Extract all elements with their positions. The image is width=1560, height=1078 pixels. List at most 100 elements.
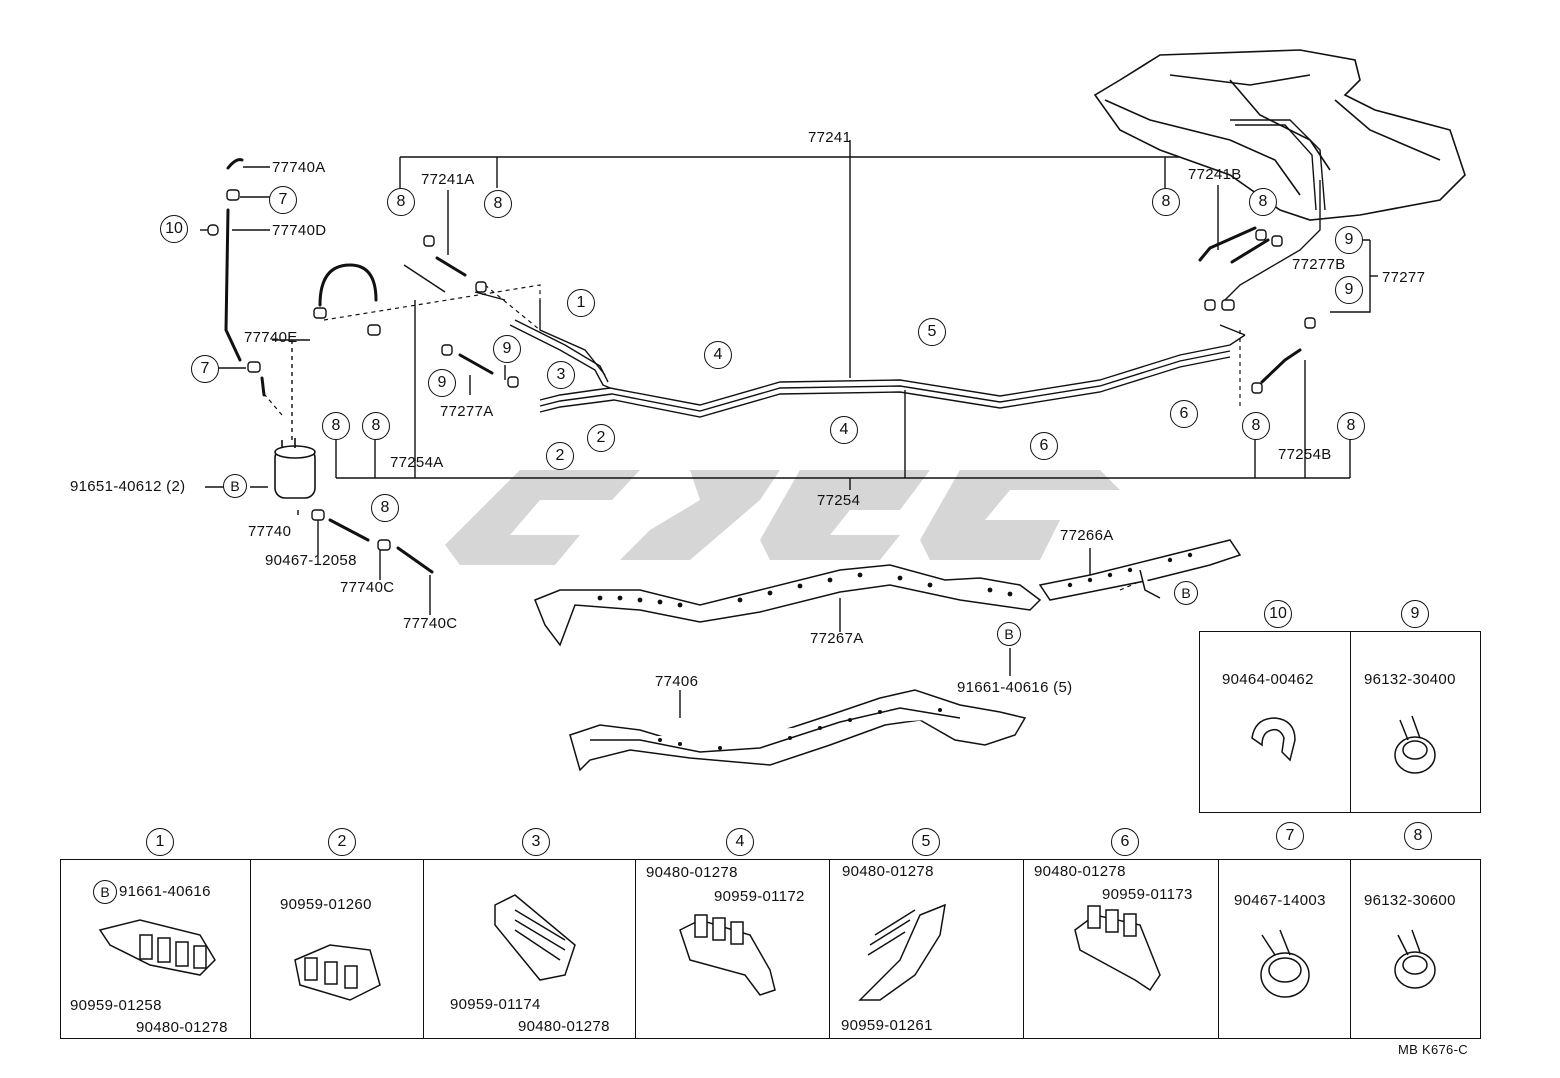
detail-5-part-b: 90959-01261: [841, 1017, 933, 1034]
detail-cell-7: [61, 860, 1351, 1038]
detail-1-B-marker: B: [93, 880, 117, 904]
detail-9-number: 9: [1401, 600, 1429, 628]
callout-8c: 8: [1152, 188, 1180, 216]
detail-4-part-b: 90959-01172: [714, 888, 805, 905]
protector-holes: [658, 708, 942, 750]
label-77277: 77277: [1382, 269, 1426, 286]
detail-6-part-b: 90959-01173: [1102, 886, 1193, 903]
label-90467-12058: 90467-12058: [265, 552, 357, 569]
detail-8-part: 96132-30600: [1364, 892, 1456, 909]
detail-2-number: 2: [328, 828, 356, 856]
callout-3: 3: [547, 361, 575, 389]
label-77740E: 77740E: [244, 329, 298, 346]
callout-6b: 6: [1170, 400, 1198, 428]
fuel-tube-bundle: [509, 119, 1326, 418]
label-77254A: 77254A: [390, 454, 444, 471]
detail-cell-5: [61, 860, 1024, 1038]
callout-8h: 8: [1242, 412, 1270, 440]
label-77406: 77406: [655, 673, 699, 690]
detail-cell-1: [61, 860, 251, 1038]
label-77241B: 77241B: [1188, 166, 1242, 183]
label-77740C-1: 77740C: [340, 579, 395, 596]
callout-1: 1: [567, 289, 595, 317]
detail-10-number: 10: [1264, 600, 1292, 628]
callout-8f: 8: [362, 412, 390, 440]
label-77740A: 77740A: [272, 159, 326, 176]
main-leader-lines: [200, 140, 1378, 718]
label-77740C-2: 77740C: [403, 615, 458, 632]
detail-1-part-a: 91661-40616: [119, 883, 211, 900]
detail-4-number: 4: [726, 828, 754, 856]
diagram-code: MB K676-C: [1398, 1042, 1468, 1057]
callout-4b: 4: [830, 416, 858, 444]
label-91661-40616: 91661-40616 (5): [957, 679, 1073, 696]
detail-1-part-b: 90959-01258: [70, 997, 162, 1014]
label-91651-40612: 91651-40612 (2): [70, 478, 186, 495]
callout-9b: 9: [428, 369, 456, 397]
detail-cell-4: [61, 860, 830, 1038]
detail-7-part: 90467-14003: [1234, 892, 1326, 909]
callout-8i: 8: [1337, 412, 1365, 440]
callout-8d: 8: [1249, 188, 1277, 216]
detail-8-number: 8: [1404, 822, 1432, 850]
detail-cell-10: [1200, 632, 1351, 812]
callout-8a: 8: [387, 188, 415, 216]
callout-2b: 2: [587, 424, 615, 452]
label-77266A: 77266A: [1060, 527, 1114, 544]
bracket-holes: [597, 552, 1193, 608]
label-77277B: 77277B: [1292, 256, 1346, 273]
charcoal-canister: [274, 438, 316, 499]
detail-2-part: 90959-01260: [280, 896, 372, 913]
label-77254B: 77254B: [1278, 446, 1332, 463]
detail-cell-2: [61, 860, 424, 1038]
detail-4-part-a: 90480-01278: [646, 864, 738, 881]
callout-10: 10: [160, 215, 188, 243]
label-77267A: 77267A: [810, 630, 864, 647]
detail-1-part-c: 90480-01278: [136, 1019, 228, 1036]
label-77740D: 77740D: [272, 222, 327, 239]
callout-8b: 8: [484, 190, 512, 218]
dashed-guides: [264, 284, 1241, 591]
callout-B-1: B: [223, 474, 247, 498]
callout-8e: 8: [322, 412, 350, 440]
clamps: [207, 189, 1316, 551]
label-77277A: 77277A: [440, 403, 494, 420]
detail-10-part: 90464-00462: [1222, 671, 1314, 688]
watermark-logo: [445, 470, 1120, 565]
detail-cell-3: [61, 860, 636, 1038]
callout-9a: 9: [493, 335, 521, 363]
detail-part-drawings: [98, 715, 1436, 1001]
callout-B-2: B: [997, 622, 1021, 646]
label-77241A: 77241A: [421, 171, 475, 188]
detail-7-number: 7: [1276, 822, 1304, 850]
fuel-tube-protector: [569, 689, 1027, 772]
detail-3-number: 3: [522, 828, 550, 856]
detail-6-part-a: 90480-01278: [1034, 863, 1126, 880]
callout-6a: 6: [1030, 432, 1058, 460]
callout-2a: 2: [546, 442, 574, 470]
detail-9-part: 96132-30400: [1364, 671, 1456, 688]
callout-7a: 7: [269, 186, 297, 214]
callout-5: 5: [918, 318, 946, 346]
callout-B-3: B: [1174, 581, 1198, 605]
detail-5-number: 5: [912, 828, 940, 856]
detail-3-part-a: 90959-01174: [450, 996, 541, 1013]
label-77241: 77241: [808, 129, 852, 146]
callout-8g: 8: [371, 494, 399, 522]
fuel-tank: [1093, 49, 1466, 221]
detail-cell-6: [61, 860, 1219, 1038]
detail-strip: [60, 859, 1481, 1039]
callout-9c: 9: [1335, 226, 1363, 254]
hoses: [224, 158, 1302, 574]
detail-3-part-b: 90480-01278: [518, 1018, 610, 1035]
label-77740: 77740: [248, 523, 292, 540]
detail-box-10-9: [1199, 631, 1481, 813]
detail-1-number: 1: [146, 828, 174, 856]
detail-5-part-a: 90480-01278: [842, 863, 934, 880]
label-77254: 77254: [817, 492, 861, 509]
callout-9d: 9: [1335, 276, 1363, 304]
detail-6-number: 6: [1111, 828, 1139, 856]
callout-7b: 7: [191, 355, 219, 383]
